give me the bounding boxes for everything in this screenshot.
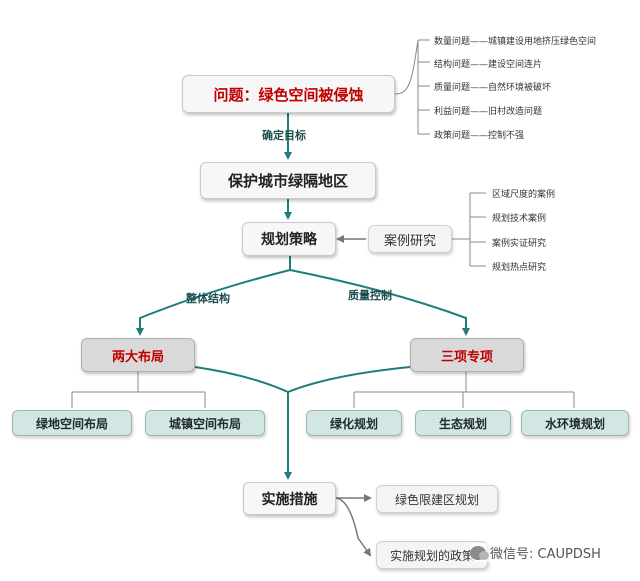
goal-label: 确定目标 <box>262 129 306 142</box>
arrow-implement-2 <box>335 497 372 557</box>
implement-item-green-zone: 绿色限建区规划 <box>376 485 498 513</box>
layout-node: 两大布局 <box>81 338 195 372</box>
case-item-3: 案例实证研究 <box>492 239 547 249</box>
case-item-2: 规划技术案例 <box>492 214 547 224</box>
problem-item-4: 利益问题——旧村改造问题 <box>434 107 543 117</box>
special-bracket <box>353 372 575 408</box>
line-layout-merge <box>194 366 289 393</box>
goal-node: 保护城市绿隔地区 <box>200 162 376 199</box>
special-node: 三项专项 <box>410 338 524 372</box>
problem-item-3: 质量问题——自然环境被破坏 <box>434 83 552 93</box>
watermark: 微信号: CAUPDSH <box>470 543 601 562</box>
right-branch-label: 质量控制 <box>348 289 392 302</box>
case-study-node: 案例研究 <box>368 225 452 253</box>
special-item-greening: 绿化规划 <box>306 410 402 436</box>
line-special-merge <box>287 366 411 393</box>
case-bracket <box>452 192 486 267</box>
arrow-to-special <box>289 269 470 336</box>
case-item-1: 区域尺度的案例 <box>492 190 556 200</box>
problem-bracket <box>394 39 430 135</box>
left-branch-label: 整体结构 <box>186 292 230 305</box>
problem-node: 问题：绿色空间被侵蚀 <box>182 75 395 113</box>
case-item-4: 规划热点研究 <box>492 263 547 273</box>
wechat-icon <box>470 545 489 560</box>
problem-item-1: 数量问题——城镇建设用地挤压绿色空间 <box>434 37 597 47</box>
problem-item-2: 结构问题——建设空间连片 <box>434 60 543 70</box>
special-item-water: 水环境规划 <box>521 410 629 436</box>
implement-node: 实施措施 <box>243 482 336 515</box>
strategy-node: 规划策略 <box>242 222 336 256</box>
layout-item-green-space: 绿地空间布局 <box>12 410 132 436</box>
arrow-to-layout <box>136 256 291 336</box>
special-item-ecology: 生态规划 <box>415 410 511 436</box>
implement-item-policy: 实施规划的政策 <box>376 541 488 569</box>
watermark-text: 微信号: CAUPDSH <box>490 547 601 562</box>
layout-bracket <box>71 372 206 408</box>
layout-item-town-space: 城镇空间布局 <box>145 410 265 436</box>
problem-item-5: 政策问题——控制不强 <box>434 131 525 141</box>
